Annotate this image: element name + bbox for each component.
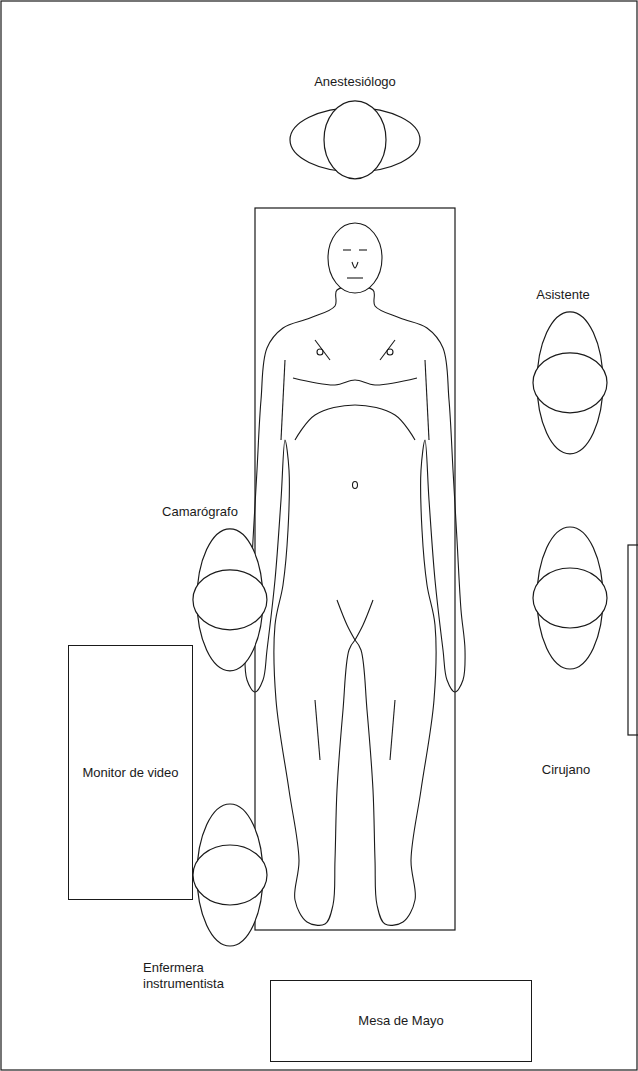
body-detail xyxy=(380,340,395,360)
head-ellipse xyxy=(324,101,386,179)
assistant-position: Asistente xyxy=(531,287,609,456)
body-detail xyxy=(390,700,395,760)
body-detail xyxy=(347,277,363,278)
head-ellipse xyxy=(533,568,607,628)
anesthesiologist-position: Anestesiólogo xyxy=(288,74,422,181)
body-detail xyxy=(425,360,429,440)
body-detail xyxy=(359,249,367,250)
body-outline xyxy=(245,286,465,925)
side-equipment xyxy=(628,545,638,735)
scrub-nurse-position: Enfermera instrumentista xyxy=(143,802,269,991)
role-label: Mesa de Mayo xyxy=(358,1013,443,1029)
role-label: Monitor de video xyxy=(82,765,178,781)
head xyxy=(328,223,382,293)
body-detail xyxy=(293,378,417,385)
person-symbol xyxy=(531,525,609,778)
surgeon-position: Cirujano xyxy=(531,525,609,778)
nipple xyxy=(387,349,393,355)
video-monitor-box: Monitor de video xyxy=(68,645,193,900)
role-label: Asistente xyxy=(536,287,589,303)
body-detail xyxy=(295,405,415,440)
patient-figure xyxy=(245,223,465,925)
mayo-table-box: Mesa de Mayo xyxy=(270,980,532,1062)
role-label: Camarógrafo xyxy=(162,504,238,520)
role-label: Cirujano xyxy=(542,762,590,778)
body-detail xyxy=(281,360,285,440)
person-symbol xyxy=(531,287,609,456)
body-detail xyxy=(337,600,355,640)
head-ellipse xyxy=(193,570,267,630)
body-detail xyxy=(315,700,320,760)
body-detail xyxy=(315,340,330,360)
role-label: Enfermera instrumentista xyxy=(143,960,238,991)
head-ellipse xyxy=(533,353,607,413)
body-detail xyxy=(343,249,351,250)
navel xyxy=(353,482,358,489)
nipple xyxy=(317,349,323,355)
body-detail xyxy=(352,262,358,268)
body-detail xyxy=(355,600,373,640)
role-label: Anestesiólogo xyxy=(314,74,396,90)
head-ellipse xyxy=(193,845,267,905)
person-symbol xyxy=(288,74,422,181)
